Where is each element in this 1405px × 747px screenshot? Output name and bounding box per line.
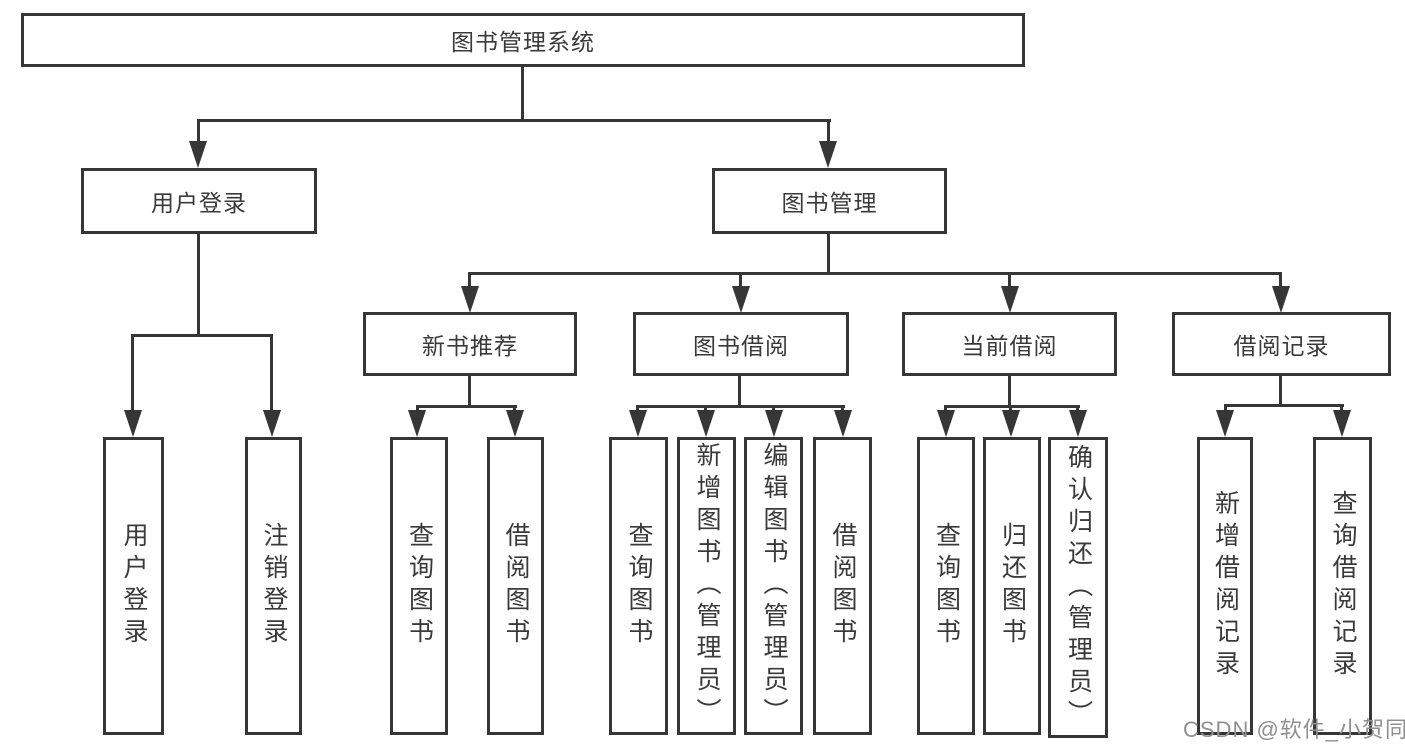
arrowhead-down-icon (732, 286, 750, 313)
node-label: 借阅图书 (829, 522, 857, 650)
connector-stem (197, 119, 200, 146)
arrowhead-down-icon (189, 141, 207, 168)
node-label: 查询图书 (625, 522, 653, 650)
arrowhead-down-icon (1272, 286, 1290, 313)
arrowhead-down-icon (1001, 286, 1019, 313)
node-label: 编辑图书（管理员） (760, 442, 788, 730)
node-label: 确认归还（管理员） (1064, 443, 1093, 732)
arrowhead-down-icon (937, 410, 955, 437)
node-label: 借阅记录 (1233, 333, 1330, 359)
leaf-borrow-books-borrowing: 借阅图书 (813, 437, 872, 735)
connector-root-bar (197, 119, 831, 122)
node-label: 查询图书 (405, 522, 434, 650)
connector-trunk (468, 376, 471, 407)
leaf-user-login: 用户登录 (103, 437, 164, 735)
arrowhead-down-icon (629, 410, 647, 437)
arrowhead-down-icon (124, 410, 142, 437)
arrowhead-down-icon (1069, 410, 1087, 437)
node-label: 当前借阅 (961, 333, 1058, 359)
connector-bar (636, 405, 845, 408)
leaf-borrow-books-recommend: 借阅图书 (487, 437, 544, 735)
leaf-add-borrow-record: 新增借阅记录 (1197, 437, 1253, 735)
node-label: 新增图书（管理员） (693, 442, 721, 730)
connector-bar (944, 405, 1080, 408)
arrowhead-down-icon (1216, 410, 1234, 437)
connector-trunk (827, 233, 830, 275)
node-label: 图书管理 (781, 190, 878, 216)
node-library-system-root: 图书管理系统 (21, 13, 1025, 67)
arrowhead-down-icon (819, 141, 837, 168)
connector-bar (1224, 404, 1344, 407)
csdn-watermark: CSDN @软件_小贺同学 (1183, 717, 1405, 742)
arrowhead-down-icon (263, 410, 281, 437)
leaf-query-borrow-record: 查询借阅记录 (1313, 437, 1372, 735)
connector-trunk (1008, 376, 1011, 407)
arrowhead-down-icon (506, 410, 524, 437)
connector-stem (739, 272, 742, 290)
node-label: 用户登录 (120, 522, 148, 650)
leaf-confirm-return-admin: 确认归还（管理员） (1048, 437, 1108, 738)
arrowhead-down-icon (1002, 410, 1020, 437)
connector-stem (1008, 272, 1011, 290)
connector-stem (1224, 404, 1227, 414)
node-label: 借阅图书 (502, 522, 530, 650)
leaf-edit-books-admin: 编辑图书（管理员） (744, 437, 803, 735)
arrowhead-down-icon (697, 410, 715, 437)
arrowhead-down-icon (834, 410, 852, 437)
leaf-query-books-borrowing: 查询图书 (609, 437, 668, 735)
node-book-management: 图书管理 (712, 168, 947, 234)
node-borrowing-records: 借阅记录 (1172, 312, 1391, 376)
connector-bar (468, 272, 1282, 275)
node-label: 图书管理系统 (451, 29, 595, 55)
connector-trunk (1279, 376, 1282, 407)
leaf-query-books-recommend: 查询图书 (390, 437, 448, 735)
node-label: 新书推荐 (422, 333, 518, 359)
node-label: 查询借阅记录 (1329, 490, 1357, 682)
node-label: 图书借阅 (693, 333, 789, 359)
connector-trunk (197, 233, 200, 337)
node-label: 注销登录 (260, 522, 288, 650)
arrowhead-down-icon (1333, 410, 1351, 437)
connector-bar (416, 405, 517, 408)
connector-root-trunk (521, 65, 524, 122)
node-label: 归还图书 (998, 522, 1027, 650)
connector-stem (1340, 404, 1343, 414)
connector-bar (131, 334, 273, 337)
node-label: 新增借阅记录 (1211, 490, 1240, 682)
arrowhead-down-icon (408, 410, 426, 437)
connector-stem (827, 119, 830, 146)
leaf-add-books-admin: 新增图书（管理员） (677, 437, 736, 735)
node-new-book-recommendation: 新书推荐 (363, 312, 577, 376)
connector-stem (1279, 272, 1282, 290)
leaf-logout-login: 注销登录 (245, 437, 302, 735)
leaf-query-books-current: 查询图书 (917, 437, 975, 735)
node-current-borrowing: 当前借阅 (902, 312, 1117, 376)
node-label: 查询图书 (932, 522, 961, 650)
leaf-return-books: 归还图书 (983, 437, 1041, 735)
arrowhead-down-icon (765, 410, 783, 437)
arrowhead-down-icon (461, 286, 479, 313)
connector-stem (131, 334, 134, 414)
node-book-borrowing: 图书借阅 (633, 312, 849, 376)
node-label: 用户登录 (151, 190, 247, 216)
connector-stem (468, 272, 471, 290)
connector-trunk (738, 376, 741, 407)
connector-stem (270, 334, 273, 414)
node-user-login: 用户登录 (81, 168, 317, 234)
